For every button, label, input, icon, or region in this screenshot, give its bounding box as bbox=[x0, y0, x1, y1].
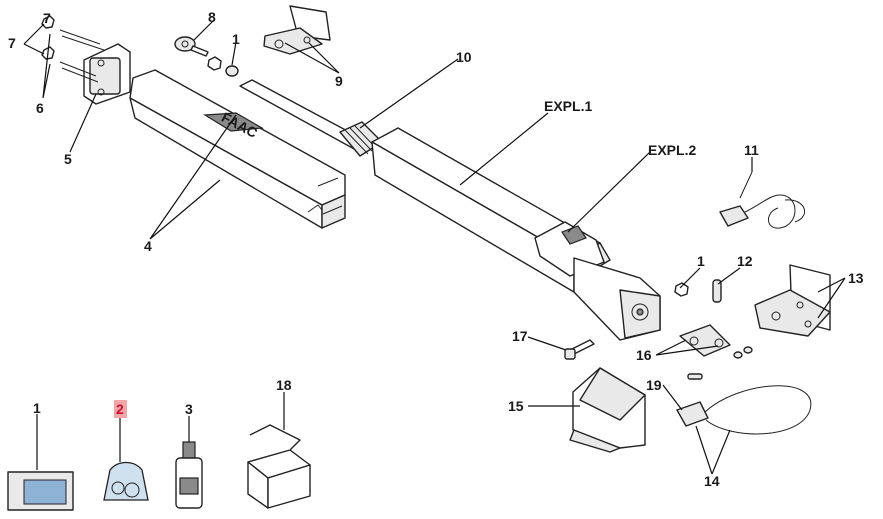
callout-10: 10 bbox=[456, 49, 472, 65]
part-end-plate bbox=[83, 43, 131, 105]
callout-3: 3 bbox=[185, 401, 193, 417]
part-front-bracket bbox=[263, 5, 331, 55]
callout-16: 16 bbox=[636, 347, 652, 363]
part-sensor-cable bbox=[676, 385, 812, 435]
part-pin-long bbox=[564, 339, 595, 360]
callout-2: 2 bbox=[116, 401, 124, 417]
callout-18: 18 bbox=[276, 377, 292, 393]
callout-9: 9 bbox=[335, 73, 343, 89]
callout-2-highlight bbox=[114, 400, 127, 418]
part-fork bbox=[679, 324, 753, 380]
part-wall-bracket bbox=[569, 367, 646, 453]
callout-expl-2: EXPL.2 bbox=[648, 142, 696, 158]
part-box bbox=[247, 424, 311, 509]
part-operator-body bbox=[371, 127, 661, 341]
part-rod-eye bbox=[174, 36, 239, 77]
callout-11: 11 bbox=[744, 142, 759, 158]
callout-17: 17 bbox=[512, 328, 528, 344]
callout-6: 6 bbox=[36, 100, 44, 116]
part-manual-card bbox=[7, 471, 74, 511]
callout-7-left: 7 bbox=[8, 35, 16, 51]
leader-lines bbox=[23, 20, 846, 475]
callout-1-top: 1 bbox=[232, 31, 240, 47]
callout-expl-1: EXPL.1 bbox=[544, 98, 592, 114]
part-piston-rod bbox=[239, 79, 383, 157]
part-hardware-bag bbox=[103, 461, 149, 501]
callout-15: 15 bbox=[508, 398, 524, 414]
callout-1-mid: 1 bbox=[697, 253, 705, 269]
part-cable bbox=[719, 171, 806, 229]
callout-7: 7 bbox=[43, 10, 51, 26]
part-pin-top bbox=[674, 279, 722, 303]
callout-13: 13 bbox=[848, 270, 864, 286]
callout-19: 19 bbox=[646, 377, 662, 393]
callout-14: 14 bbox=[704, 473, 720, 489]
callout-1-bottom: 1 bbox=[33, 400, 41, 416]
callout-5: 5 bbox=[64, 151, 72, 167]
callout-labels: 7 7 6 5 8 1 9 10 4 EXPL.1 EXPL.2 11 1 12… bbox=[8, 9, 864, 489]
callout-12: 12 bbox=[737, 253, 753, 269]
callout-4: 4 bbox=[144, 238, 152, 254]
callout-8: 8 bbox=[208, 9, 216, 25]
part-cover: FAAC bbox=[129, 69, 346, 229]
part-oil-bottle bbox=[175, 441, 203, 509]
part-rear-bracket bbox=[754, 264, 831, 337]
